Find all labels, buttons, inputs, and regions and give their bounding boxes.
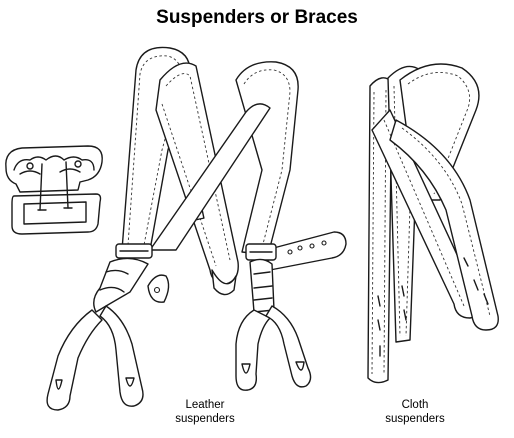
cloth-label-line-2: suspenders: [385, 413, 445, 425]
cloth-label-line-1: Cloth: [401, 399, 429, 411]
leather-label-line-1: Leather: [185, 399, 225, 411]
leather-suspenders-label: Leather suspenders: [150, 398, 260, 426]
cloth-suspenders-drawing: [367, 63, 499, 384]
leather-label-line-2: suspenders: [175, 413, 235, 425]
cloth-suspenders-label: Cloth suspenders: [360, 398, 470, 426]
suspender-clip-drawing: [5, 145, 103, 235]
page-title: Suspenders or Braces: [156, 7, 358, 28]
leather-suspenders-drawing: [46, 46, 347, 411]
